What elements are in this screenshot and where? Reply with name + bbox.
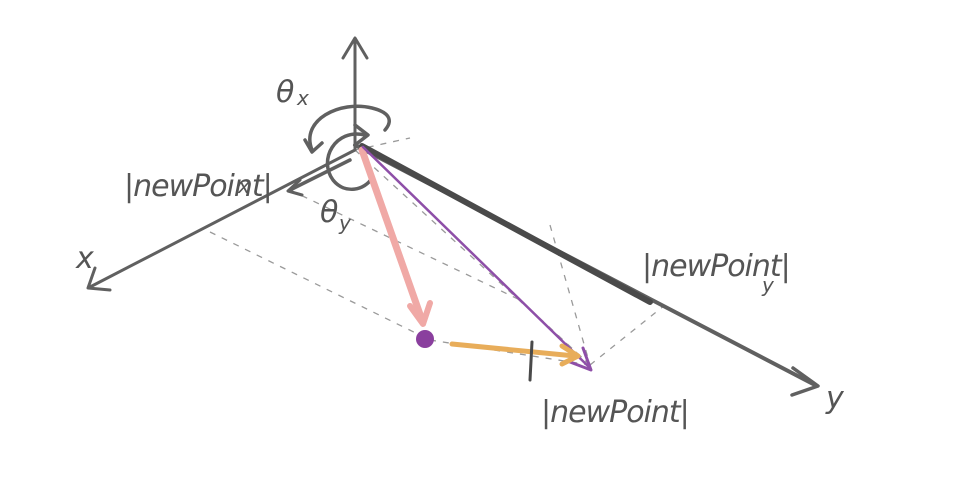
label-newpoint-x: |newPoint| x: [124, 169, 273, 204]
theta-x-subscript: x: [296, 86, 309, 110]
theta-y-subscript: y: [338, 211, 352, 235]
newpoint-y-text: |newPoint|: [642, 249, 790, 284]
newpoint-x-subscript: x: [237, 174, 250, 198]
theta-symbol: θ: [276, 75, 294, 110]
x-axis: [86, 148, 357, 292]
newpoint-y-component: [359, 143, 653, 305]
newpoint-x-component: [286, 158, 352, 197]
pink-arrow: [358, 146, 433, 327]
label-newpoint-y: |newPoint| y: [642, 249, 791, 297]
label-y-axis: y: [825, 381, 845, 416]
magnitude-tick: [528, 340, 534, 382]
label-theta-y: θ y: [320, 195, 352, 235]
orange-arrow: [449, 341, 581, 367]
point-marker: [416, 330, 434, 348]
newpoint-x-text: |newPoint|: [124, 169, 272, 204]
purple-newpoint-vector: [361, 145, 593, 372]
label-newpoint-magnitude: |newPoint|: [541, 395, 689, 430]
newpoint-y-subscript: y: [761, 273, 775, 297]
theta-symbol: θ: [320, 195, 338, 230]
label-x-axis: x: [75, 241, 94, 276]
z-axis: [341, 36, 369, 152]
dashed-construction-lines: [209, 137, 666, 366]
rotation-arc-theta-y: [325, 123, 374, 191]
label-theta-x: θ x: [276, 75, 309, 110]
rotation-arc-theta-x: [303, 104, 391, 154]
